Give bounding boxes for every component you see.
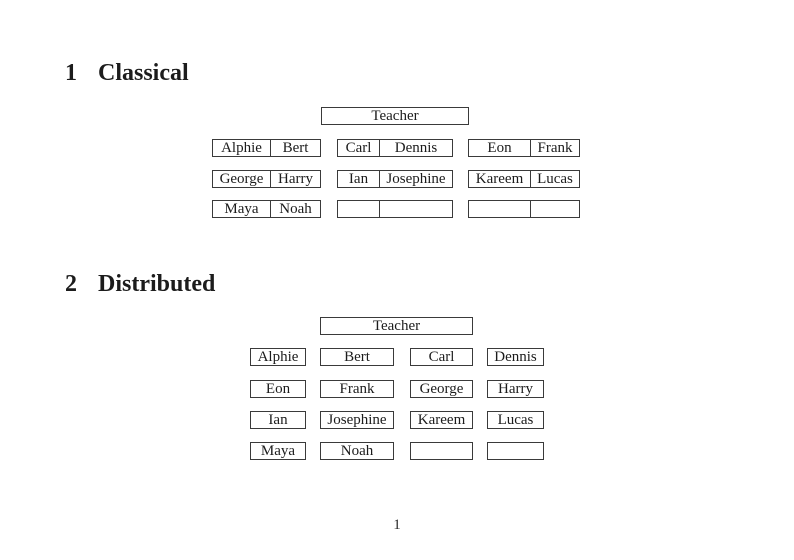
seat-right: Bert bbox=[282, 139, 309, 156]
seat-box: Noah bbox=[320, 442, 394, 460]
seat-right: Noah bbox=[279, 200, 312, 217]
desk: Alphie Bert bbox=[212, 139, 321, 157]
teacher-box-classical: Teacher bbox=[321, 107, 469, 125]
seat-box-empty bbox=[487, 442, 544, 460]
seat-box: Bert bbox=[320, 348, 394, 366]
seat-right: Josephine bbox=[386, 170, 446, 187]
seat-box: Lucas bbox=[487, 411, 544, 429]
seat-left: Maya bbox=[213, 201, 271, 217]
desk bbox=[337, 200, 453, 218]
page-number: 1 bbox=[393, 517, 401, 533]
seat-left: Eon bbox=[469, 140, 531, 156]
seat-box: Alphie bbox=[250, 348, 306, 366]
seat-left: George bbox=[213, 171, 271, 187]
seat-box: Eon bbox=[250, 380, 306, 398]
seat-right: Harry bbox=[278, 170, 313, 187]
section-heading-classical: 1 Classical bbox=[65, 61, 189, 85]
seat-right-empty bbox=[380, 201, 452, 217]
seat-left-empty bbox=[338, 201, 380, 217]
seat-box: Carl bbox=[410, 348, 473, 366]
desk: Kareem Lucas bbox=[468, 170, 580, 188]
seat-right: Dennis bbox=[394, 139, 438, 156]
section-title: Distributed bbox=[98, 271, 216, 297]
seat-box: Frank bbox=[320, 380, 394, 398]
desk bbox=[468, 200, 580, 218]
seat-box: Josephine bbox=[320, 411, 394, 429]
seat-box: Dennis bbox=[487, 348, 544, 366]
seat-box: Maya bbox=[250, 442, 306, 460]
desk: Ian Josephine bbox=[337, 170, 453, 188]
seat-box: George bbox=[410, 380, 473, 398]
section-number: 1 bbox=[65, 60, 77, 86]
teacher-box-distributed: Teacher bbox=[320, 317, 473, 335]
desk: George Harry bbox=[212, 170, 321, 188]
seat-left-empty bbox=[469, 201, 531, 217]
seat-right-empty bbox=[531, 201, 579, 217]
section-number: 2 bbox=[65, 271, 77, 297]
seat-right: Frank bbox=[537, 139, 573, 156]
seat-left: Ian bbox=[338, 171, 380, 187]
section-heading-distributed: 2 Distributed bbox=[65, 272, 215, 296]
desk: Maya Noah bbox=[212, 200, 321, 218]
desk: Carl Dennis bbox=[337, 139, 453, 157]
seat-left: Alphie bbox=[213, 140, 271, 156]
seat-box: Ian bbox=[250, 411, 306, 429]
seat-right: Lucas bbox=[537, 170, 573, 187]
seat-box-empty bbox=[410, 442, 473, 460]
desk: Eon Frank bbox=[468, 139, 580, 157]
seat-left: Kareem bbox=[469, 171, 531, 187]
section-title: Classical bbox=[98, 60, 189, 86]
seat-box: Harry bbox=[487, 380, 544, 398]
seat-box: Kareem bbox=[410, 411, 473, 429]
seat-left: Carl bbox=[338, 140, 380, 156]
